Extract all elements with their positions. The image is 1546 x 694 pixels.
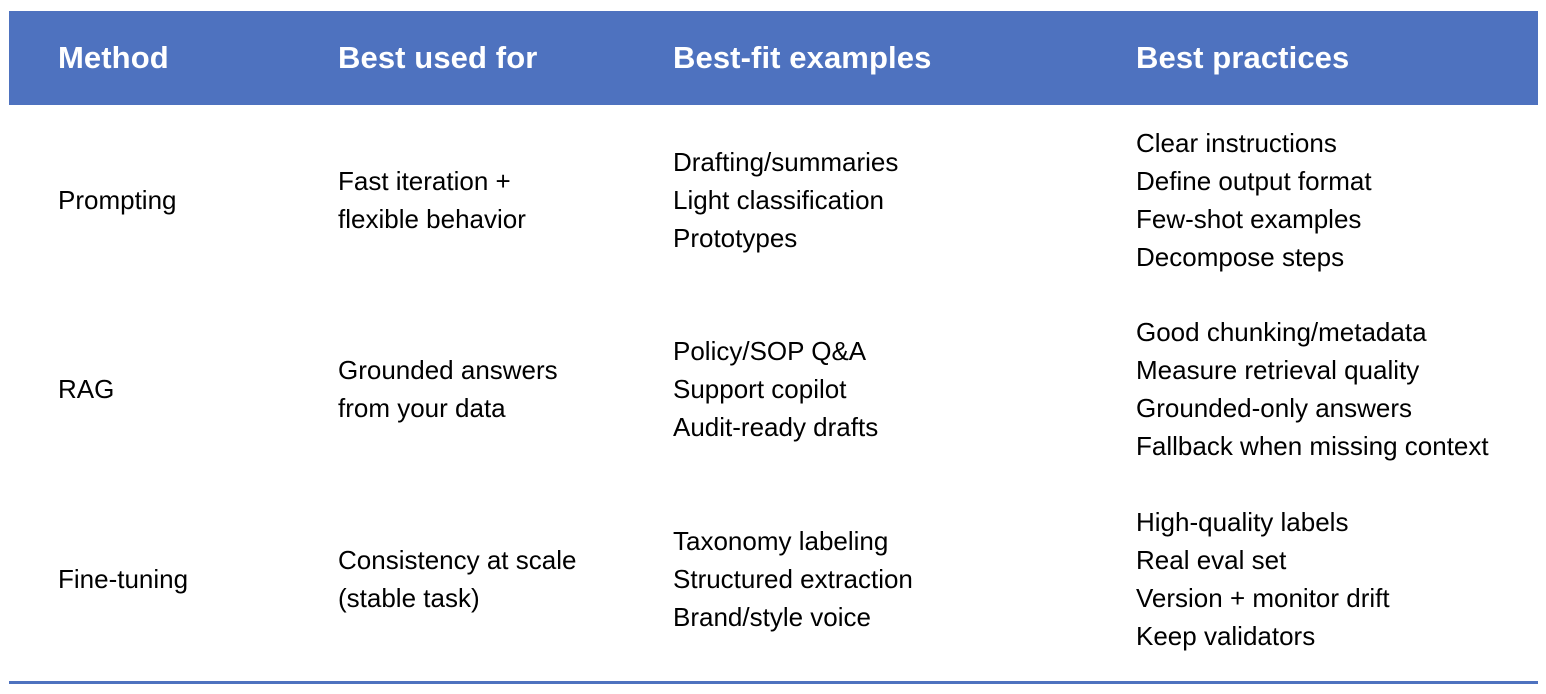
text-line: Grounded answers xyxy=(338,354,558,385)
cell-best-used-for: Consistency at scale (stable task) xyxy=(313,483,651,675)
table-row: RAG Grounded answers from your data Poli… xyxy=(9,294,1538,483)
best-used-for-lines: Consistency at scale (stable task) xyxy=(338,541,651,617)
text-line: from your data xyxy=(338,392,506,423)
cell-best-used-for: Grounded answers from your data xyxy=(313,294,651,483)
text-line: Brand/style voice xyxy=(673,602,871,632)
text-line: Prototypes xyxy=(673,222,798,253)
text-line: Define output format xyxy=(1136,165,1372,196)
best-fit-examples-lines: Drafting/summaries Light classification … xyxy=(673,143,1112,257)
text-line: Policy/SOP Q&A xyxy=(673,335,867,366)
cell-best-fit-examples: Taxonomy labeling Structured extraction … xyxy=(651,483,1112,675)
cell-method: Prompting xyxy=(9,105,313,294)
best-used-for-lines: Grounded answers from your data xyxy=(338,351,651,427)
cell-best-used-for: Fast iteration + flexible behavior xyxy=(313,105,651,294)
cell-method: RAG xyxy=(9,294,313,483)
column-header-best-practices: Best practices xyxy=(1136,40,1350,75)
cell-best-fit-examples: Drafting/summaries Light classification … xyxy=(651,105,1112,294)
cell-best-practices: High-quality labels Real eval set Versio… xyxy=(1112,483,1538,675)
best-practices-lines: Clear instructions Define output format … xyxy=(1136,124,1538,276)
best-used-for-lines: Fast iteration + flexible behavior xyxy=(338,162,651,238)
table-header-row: Method Best used for Best-fit examples B… xyxy=(9,11,1538,105)
text-line: Real eval set xyxy=(1136,545,1287,575)
text-line: Audit-ready drafts xyxy=(673,411,879,442)
method-comparison-table: Method Best used for Best-fit examples B… xyxy=(9,11,1538,675)
text-line: Clear instructions xyxy=(1136,127,1337,158)
method-name: Fine-tuning xyxy=(58,564,189,594)
best-practices-lines: Good chunking/metadata Measure retrieval… xyxy=(1136,313,1538,465)
text-line: High-quality labels xyxy=(1136,507,1349,537)
text-line: Drafting/summaries xyxy=(673,146,899,177)
cell-best-fit-examples: Policy/SOP Q&A Support copilot Audit-rea… xyxy=(651,294,1112,483)
text-line: Few-shot examples xyxy=(1136,203,1362,234)
table-row: Prompting Fast iteration + flexible beha… xyxy=(9,105,1538,294)
method-name: RAG xyxy=(58,373,115,404)
text-line: Good chunking/metadata xyxy=(1136,316,1427,347)
text-line: Light classification xyxy=(673,184,884,215)
table-bottom-rule xyxy=(9,681,1538,684)
cell-method: Fine-tuning xyxy=(9,483,313,675)
cell-best-practices: Clear instructions Define output format … xyxy=(1112,105,1538,294)
text-line: Grounded-only answers xyxy=(1136,392,1413,423)
text-line: Decompose steps xyxy=(1136,241,1345,272)
text-line: (stable task) xyxy=(338,583,480,613)
table-header: Method Best used for Best-fit examples B… xyxy=(9,11,1538,105)
method-name: Prompting xyxy=(58,184,177,215)
text-line: Fallback when missing context xyxy=(1136,430,1489,461)
column-header-best-fit-examples: Best-fit examples xyxy=(673,40,932,75)
column-header-method: Method xyxy=(58,40,169,75)
text-line: Fast iteration + xyxy=(338,165,511,196)
table-body: Prompting Fast iteration + flexible beha… xyxy=(9,105,1538,675)
column-header-best-used-for: Best used for xyxy=(338,40,538,75)
best-fit-examples-lines: Taxonomy labeling Structured extraction … xyxy=(673,522,1112,636)
text-line: Version + monitor drift xyxy=(1136,583,1390,613)
text-line: Structured extraction xyxy=(673,564,913,594)
text-line: Consistency at scale xyxy=(338,545,577,575)
text-line: Taxonomy labeling xyxy=(673,526,889,556)
text-line: Support copilot xyxy=(673,373,847,404)
text-line: Measure retrieval quality xyxy=(1136,354,1420,385)
best-practices-lines: High-quality labels Real eval set Versio… xyxy=(1136,503,1538,655)
table-row: Fine-tuning Consistency at scale (stable… xyxy=(9,483,1538,675)
cell-best-practices: Good chunking/metadata Measure retrieval… xyxy=(1112,294,1538,483)
text-line: Keep validators xyxy=(1136,621,1316,651)
text-line: flexible behavior xyxy=(338,203,526,234)
best-fit-examples-lines: Policy/SOP Q&A Support copilot Audit-rea… xyxy=(673,332,1112,446)
